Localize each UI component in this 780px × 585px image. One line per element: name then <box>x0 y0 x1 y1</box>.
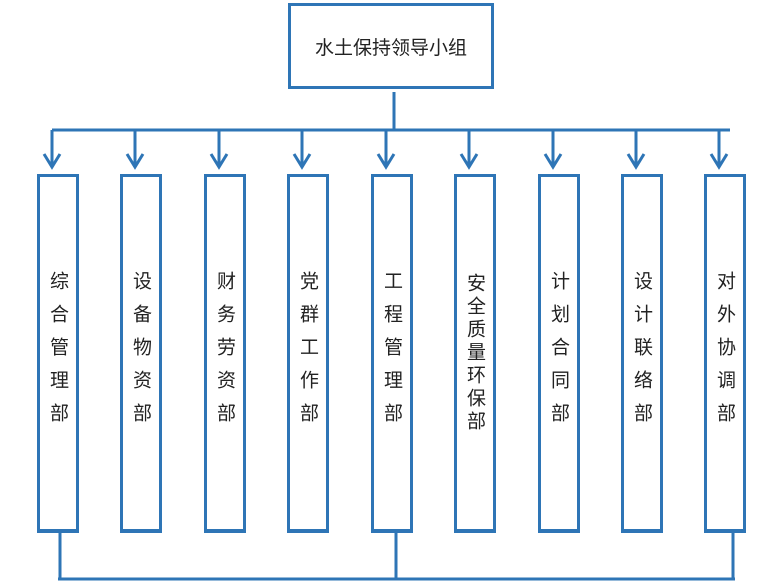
department-box: 计划合同部 <box>538 174 580 533</box>
arrow-head-icon <box>459 153 479 170</box>
department-label: 设计联络部 <box>631 270 653 436</box>
department-box: 对外协调部 <box>704 174 746 533</box>
department-box: 设备物资部 <box>120 174 162 533</box>
department-label: 综合管理部 <box>47 270 69 436</box>
arrow-head-icon <box>709 153 729 170</box>
arrow-head-icon <box>626 153 646 170</box>
department-label: 财务劳资部 <box>214 270 236 436</box>
department-box: 综合管理部 <box>37 174 79 533</box>
department-label: 对外协调部 <box>714 270 736 436</box>
leadership-group-title: 水土保持领导小组 <box>314 36 467 59</box>
department-label: 设备物资部 <box>130 270 152 436</box>
department-label: 工程管理部 <box>381 270 403 436</box>
department-label: 计划合同部 <box>548 270 570 436</box>
department-box: 财务劳资部 <box>204 174 246 533</box>
department-box: 党群工作部 <box>287 174 329 533</box>
department-label: 党群工作部 <box>297 270 319 436</box>
department-box: 安全质量环保部 <box>454 174 496 533</box>
department-label: 安全质量环保部 <box>464 272 486 434</box>
arrow-head-icon <box>125 153 145 170</box>
arrow-head-icon <box>42 153 62 170</box>
arrow-head-icon <box>292 153 312 170</box>
leadership-group-box: 水土保持领导小组 <box>288 3 494 89</box>
arrow-head-icon <box>209 153 229 170</box>
department-box: 工程管理部 <box>371 174 413 533</box>
arrow-head-icon <box>543 153 563 170</box>
arrow-head-icon <box>376 153 396 170</box>
department-box: 设计联络部 <box>621 174 663 533</box>
